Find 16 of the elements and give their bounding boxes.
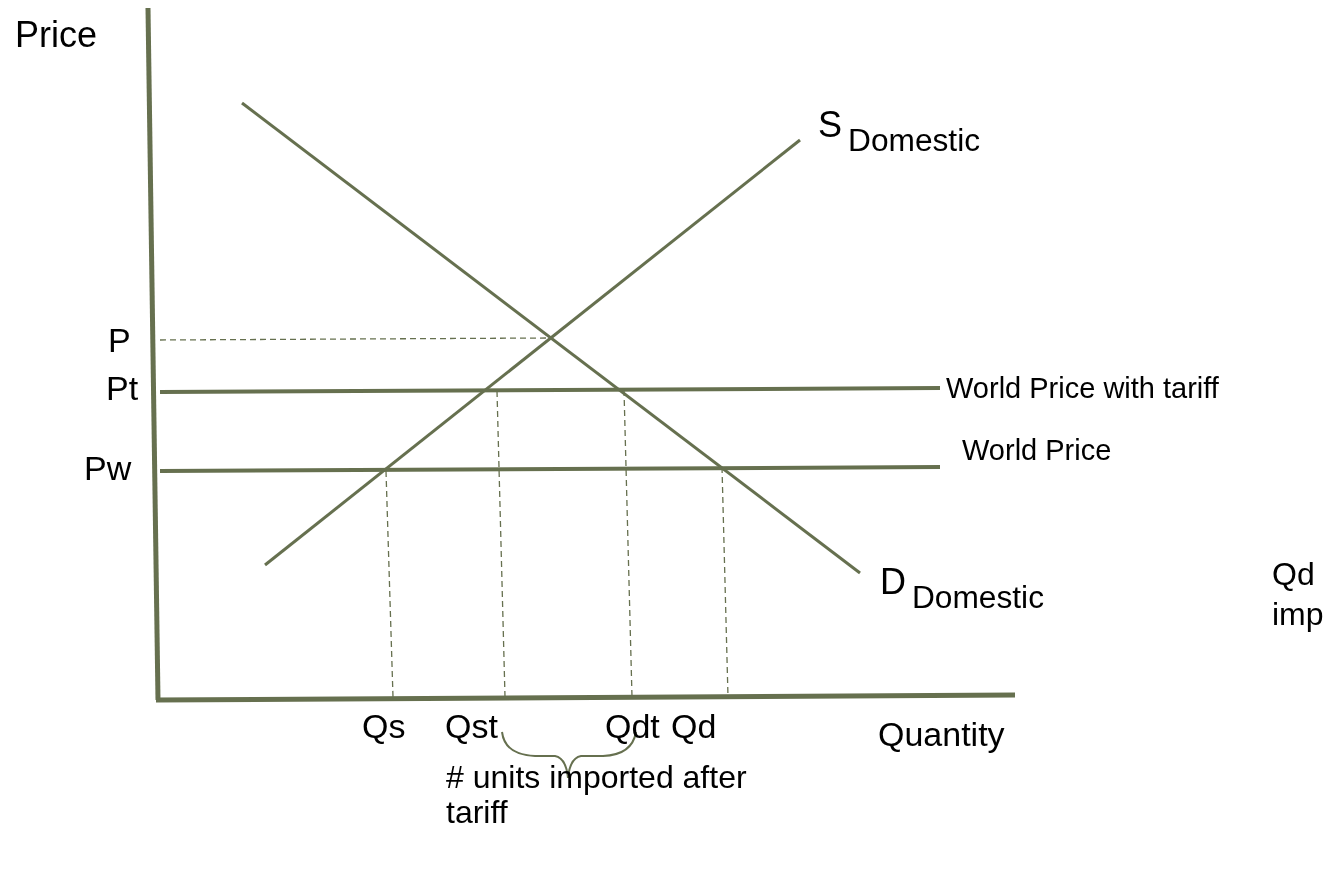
- tick-label: Qdt: [605, 708, 660, 746]
- line-label: World Price with tariff: [946, 373, 1219, 405]
- annotation-text: Qd: [1272, 557, 1315, 593]
- tick-label: Qd: [671, 708, 717, 746]
- axis-label: Quantity: [878, 716, 1005, 754]
- annotation-text: # units imported after tariff: [446, 760, 748, 831]
- axis-label: Price: [15, 15, 98, 55]
- curve-label: S$_{Domestic}$: [818, 105, 980, 159]
- tick-label: P: [108, 322, 131, 360]
- tick-label: Pt: [106, 370, 139, 408]
- curve-label: D$_{Domestic}$: [880, 562, 1044, 616]
- annotation-text: imp: [1272, 597, 1324, 633]
- tick-label: Qs: [362, 708, 406, 746]
- tick-label: Pw: [84, 450, 132, 488]
- tick-label: Qst: [445, 708, 498, 746]
- line-label: World Price: [962, 435, 1112, 467]
